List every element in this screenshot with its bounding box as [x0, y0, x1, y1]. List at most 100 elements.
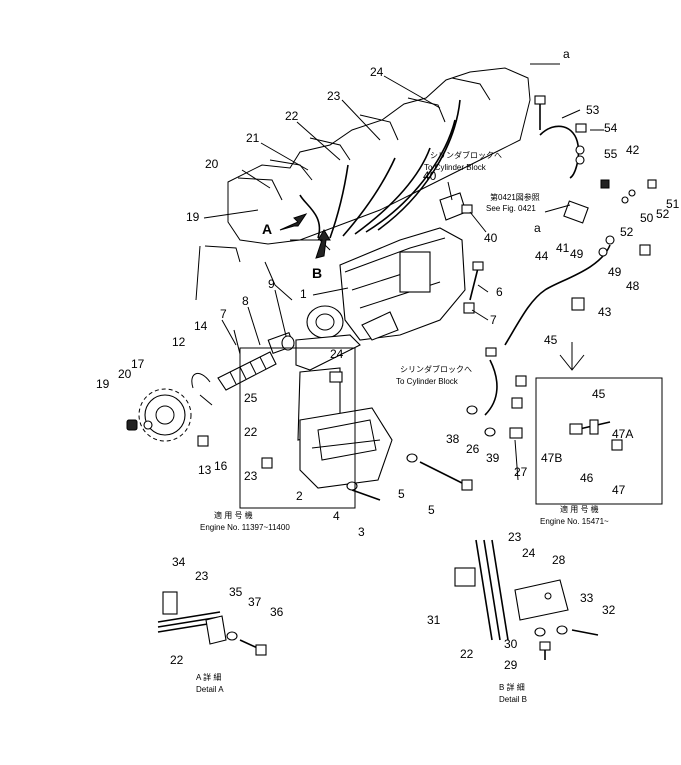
- label-8: 7: [220, 307, 227, 321]
- label-18: 22: [244, 425, 258, 439]
- label-17: 20: [118, 367, 132, 381]
- label-22: 19: [186, 210, 200, 224]
- label-51: 51: [666, 197, 680, 211]
- label-11: 12: [172, 335, 186, 349]
- label-26: 23: [327, 89, 341, 103]
- detail-b-label-23: 23: [508, 530, 522, 544]
- label-52b: 52: [656, 207, 670, 221]
- label-19: 23: [244, 469, 258, 483]
- label-4: 5: [428, 503, 435, 517]
- inset-right-frame: [535, 377, 663, 505]
- detail-b-label-29: 29: [504, 658, 518, 672]
- label-6: 6: [496, 285, 503, 299]
- label-53: 53: [586, 103, 600, 117]
- label-47: 45: [544, 333, 558, 347]
- label-45: 43: [598, 305, 612, 319]
- view-arrows: [279, 213, 585, 371]
- label-a-mid: a: [534, 221, 541, 235]
- detail-a-drawing: [157, 591, 267, 656]
- label-55: 55: [604, 147, 618, 161]
- note-to-block-1-jp: シリンダブロックへ: [430, 150, 502, 160]
- drive-shaft: [217, 351, 277, 391]
- label-42: 40: [484, 231, 498, 245]
- label-13: 16: [214, 459, 228, 473]
- detail-b-title-jp: B 詳 細: [499, 682, 525, 692]
- detail-b-drawing: [454, 539, 599, 660]
- label-40a: 38: [446, 432, 460, 446]
- label-A: A: [262, 221, 272, 237]
- label-50: 50: [640, 211, 654, 225]
- label-39: 27: [514, 465, 528, 479]
- detail-a-label-34: 34: [172, 555, 186, 569]
- label-3: 3: [358, 525, 365, 539]
- inset-left-title-jp: 適 用 号 機: [214, 510, 253, 520]
- inset-right-label-46: 46: [580, 471, 594, 485]
- bolt-20: [329, 371, 343, 383]
- bracket-41: [439, 192, 473, 221]
- inset-left-frame: [239, 347, 356, 509]
- inset-right-labels: 45 47A 47B 46 47 適 用 号 機 Engine No. 1547…: [540, 387, 633, 526]
- inset-right-label-45: 45: [592, 387, 606, 401]
- detail-b-label-32: 32: [602, 603, 616, 617]
- detail-a-label-23: 23: [195, 569, 209, 583]
- detail-b-label-30: 30: [504, 637, 518, 651]
- inset-right-label-47B: 47B: [541, 451, 562, 465]
- label-41: 40: [423, 169, 437, 183]
- lever-parts: [191, 261, 293, 406]
- label-24: 21: [246, 131, 260, 145]
- label-15: 14: [194, 319, 208, 333]
- label-38: 26: [466, 442, 480, 456]
- inset-left-titles: 適 用 号 機 Engine No. 11397~11400: [200, 510, 290, 532]
- bolts-lower: [197, 435, 473, 501]
- note-to-block-1-en: To Cylinder Block: [424, 163, 487, 172]
- label-7: 7: [490, 313, 497, 327]
- inset-right-label-47: 47: [612, 483, 626, 497]
- detail-b-title-en: Detail B: [499, 695, 527, 704]
- fuel-lines: [290, 99, 461, 251]
- label-49b: 49: [608, 265, 622, 279]
- top-bracket-parts: [534, 95, 587, 179]
- pipe-cluster-38: [466, 347, 527, 439]
- label-23: 20: [205, 157, 219, 171]
- note-see-fig-jp: 第0421図参照: [490, 192, 540, 202]
- label-20: 24: [330, 347, 344, 361]
- inset-left-title-en: Engine No. 11397~11400: [200, 523, 290, 532]
- label-B: B: [312, 265, 322, 281]
- detail-a-label-35: 35: [229, 585, 243, 599]
- inset-right-title-en: Engine No. 15471~: [540, 517, 609, 526]
- detail-a-label-22: 22: [170, 653, 184, 667]
- injection-pump: [339, 227, 466, 341]
- drive-gear: [126, 388, 192, 442]
- fuel-return-line: [504, 179, 657, 346]
- label-a-top: a: [563, 47, 570, 61]
- label-16: 19: [96, 377, 110, 391]
- label-48: 48: [626, 279, 640, 293]
- detail-b-label-28: 28: [552, 553, 566, 567]
- label-44: 42: [626, 143, 640, 157]
- label-49a: 49: [570, 247, 584, 261]
- callout-labels: a 24 23 22 21 20 19 A B 1 9 8 7 14 12 17…: [96, 47, 680, 539]
- label-12: 13: [198, 463, 212, 477]
- detail-b-label-22: 22: [460, 647, 474, 661]
- label-43: 41: [556, 241, 570, 255]
- label-10: 9: [268, 277, 275, 291]
- detail-a-label-37: 37: [248, 595, 262, 609]
- label-25: 22: [285, 109, 299, 123]
- note-to-block-2-en: To Cylinder Block: [396, 377, 459, 386]
- label-2: 2: [296, 489, 303, 503]
- label-54: 54: [604, 121, 618, 135]
- bolt-6: [463, 261, 484, 314]
- label-1: 1: [300, 287, 307, 301]
- label-46: 44: [535, 249, 549, 263]
- leader-lines: [203, 63, 604, 481]
- engine-outline: [195, 67, 531, 301]
- inset-right-label-47A: 47A: [612, 427, 633, 441]
- detail-a-title-en: Detail A: [196, 685, 224, 694]
- label-52a: 52: [620, 225, 634, 239]
- label-14: 17: [131, 357, 145, 371]
- detail-a-title-jp: A 詳 細: [196, 672, 221, 682]
- note-to-block-2-jp: シリンダブロックへ: [400, 364, 472, 374]
- label-40b: 39: [486, 451, 500, 465]
- label-9: 8: [242, 294, 249, 308]
